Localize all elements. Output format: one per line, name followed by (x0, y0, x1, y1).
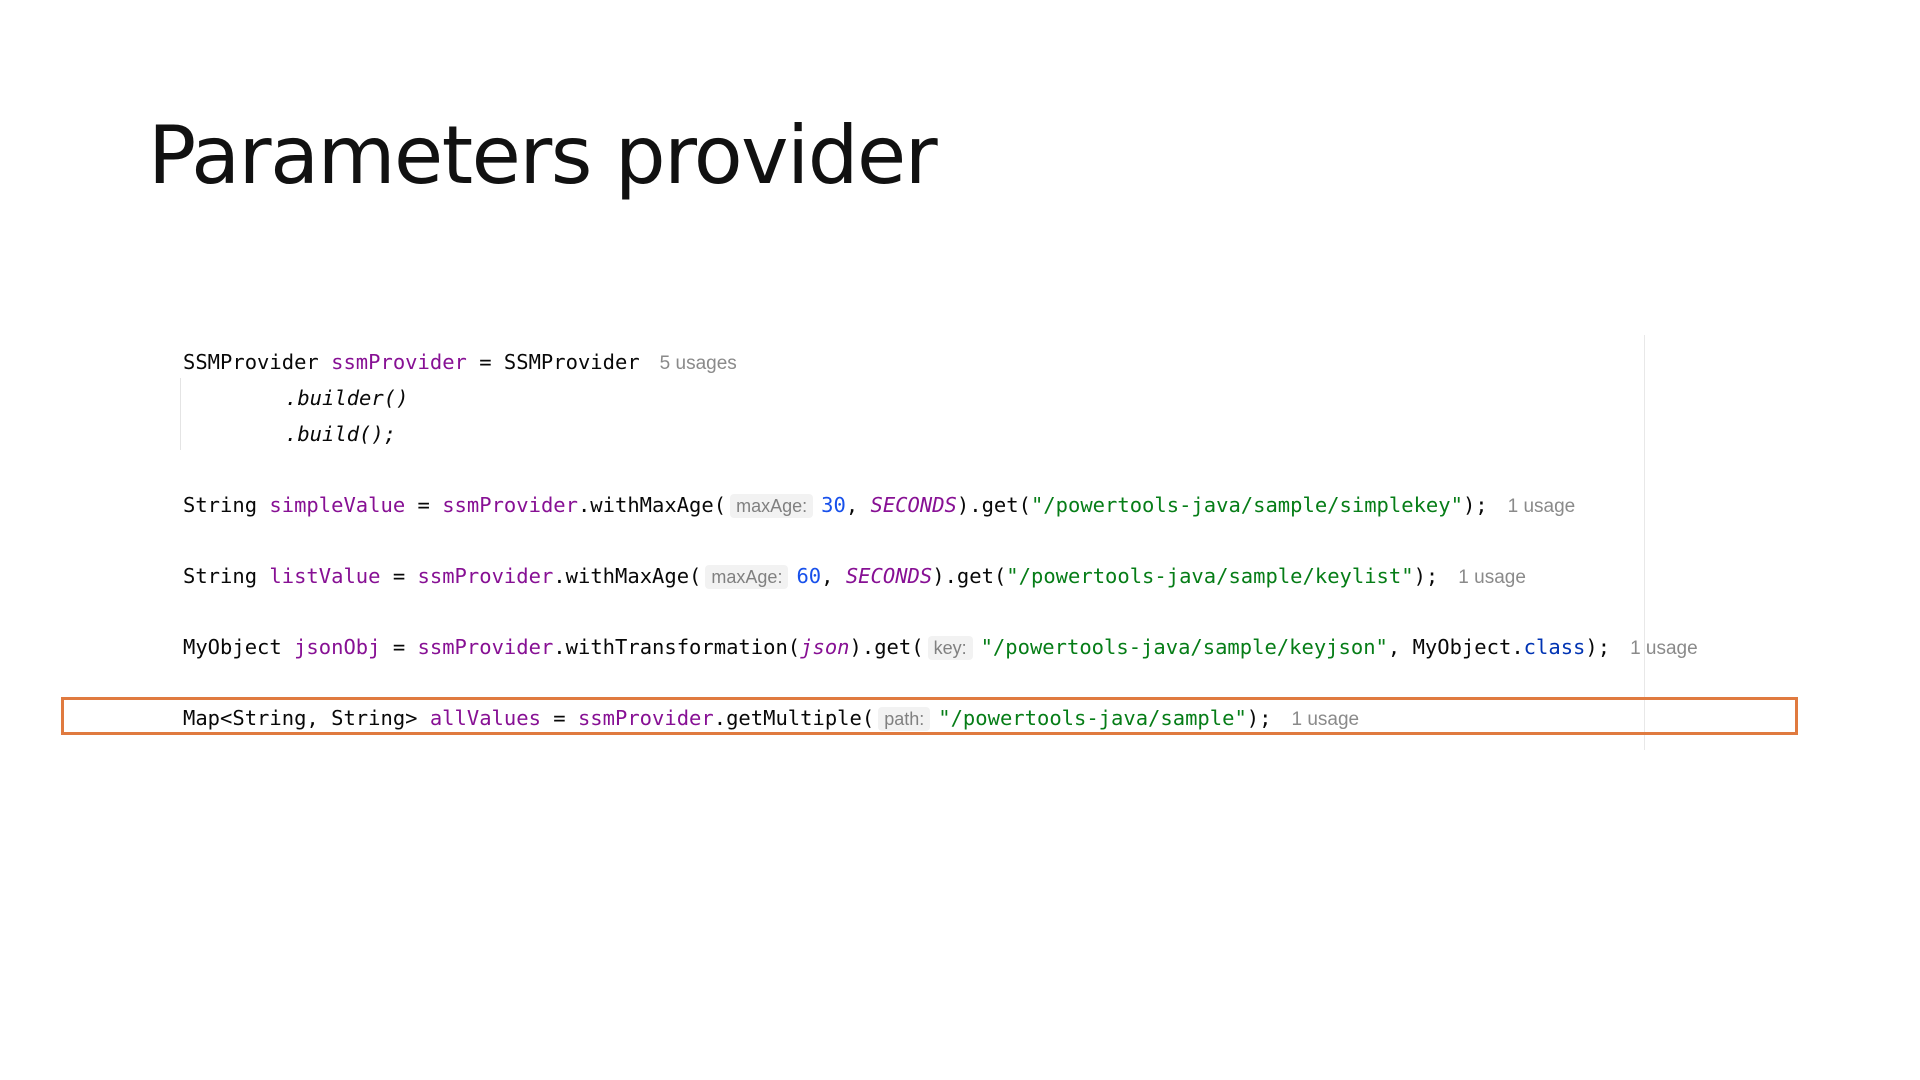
code-line-all-values: Map<String, String> allValues = ssmProvi… (183, 702, 1359, 734)
operator: = (380, 635, 418, 659)
object-ref: ssmProvider (417, 635, 554, 659)
code-line-builder: .builder() (285, 382, 408, 414)
statement-end: ); (1462, 493, 1488, 517)
operator: = (380, 564, 418, 588)
code-line-build: .build(); (285, 418, 396, 450)
code-fold-guide (180, 378, 181, 450)
code-line-simple-value: String simpleValue = ssmProvider.withMax… (183, 489, 1575, 521)
separator: , (1387, 635, 1413, 659)
variable-name: allValues (429, 706, 541, 730)
string-literal: "/powertools-java/sample/keyjson" (980, 635, 1388, 659)
usage-hint[interactable]: 1 usage (1291, 709, 1360, 730)
method-call: .builder() (285, 386, 409, 410)
parameter-hint: path: (878, 707, 931, 731)
method-call: ).get( (849, 635, 924, 659)
number-literal: 30 (821, 493, 846, 517)
variable-name: jsonObj (294, 635, 381, 659)
method-call: ).get( (932, 564, 1007, 588)
keyword: class (1523, 635, 1586, 659)
string-literal: "/powertools-java/sample" (938, 706, 1247, 730)
object-ref: ssmProvider (442, 493, 578, 517)
type-name: Map<String, String> (183, 706, 418, 730)
slide-title: Parameters provider (148, 109, 938, 202)
method-call: .withMaxAge( (553, 564, 702, 588)
class-ref: MyObject. (1412, 635, 1524, 659)
separator: , (845, 493, 871, 517)
method-call: ).get( (956, 493, 1031, 517)
type-name: String (183, 493, 258, 517)
operator: = (466, 350, 504, 374)
operator: = (540, 706, 578, 730)
variable-name: listValue (269, 564, 381, 588)
string-literal: "/powertools-java/sample/keylist" (1006, 564, 1414, 588)
object-ref: ssmProvider (417, 564, 554, 588)
code-line-list-value: String listValue = ssmProvider.withMaxAg… (183, 560, 1526, 592)
highlight-box (61, 697, 1798, 735)
method-call: .build(); (285, 422, 397, 446)
type-name: String (183, 564, 258, 588)
object-ref: ssmProvider (577, 706, 714, 730)
argument: json (800, 635, 850, 659)
usage-hint[interactable]: 1 usage (1458, 567, 1526, 588)
usage-hint[interactable]: 1 usage (1507, 496, 1576, 517)
type-name: SSMProvider (503, 350, 640, 374)
operator: = (405, 493, 443, 517)
parameter-hint: maxAge: (705, 565, 789, 589)
code-line-json-obj: MyObject jsonObj = ssmProvider.withTrans… (183, 631, 1698, 663)
statement-end: ); (1585, 635, 1611, 659)
statement-end: ); (1246, 706, 1272, 730)
variable-name: simpleValue (269, 493, 406, 517)
method-call: .getMultiple( (713, 706, 875, 730)
variable-name: ssmProvider (331, 350, 467, 374)
usage-hint[interactable]: 1 usage (1630, 638, 1698, 659)
statement-end: ); (1413, 564, 1439, 588)
method-call: .withMaxAge( (577, 493, 727, 517)
constant: SECONDS (845, 564, 933, 588)
editor-right-margin-line (1644, 335, 1645, 750)
string-literal: "/powertools-java/sample/simplekey" (1030, 493, 1463, 517)
code-line-ssm-provider: SSMProvider ssmProvider = SSMProvider 5 u… (183, 346, 737, 378)
type-name: MyObject (183, 635, 282, 659)
parameter-hint: key: (927, 636, 973, 660)
constant: SECONDS (870, 493, 957, 517)
number-literal: 60 (796, 564, 822, 588)
method-call: .withTransformation( (553, 635, 801, 659)
type-name: SSMProvider (183, 350, 319, 374)
separator: , (821, 564, 846, 588)
parameter-hint: maxAge: (730, 494, 814, 518)
usage-hint[interactable]: 5 usages (659, 353, 737, 374)
